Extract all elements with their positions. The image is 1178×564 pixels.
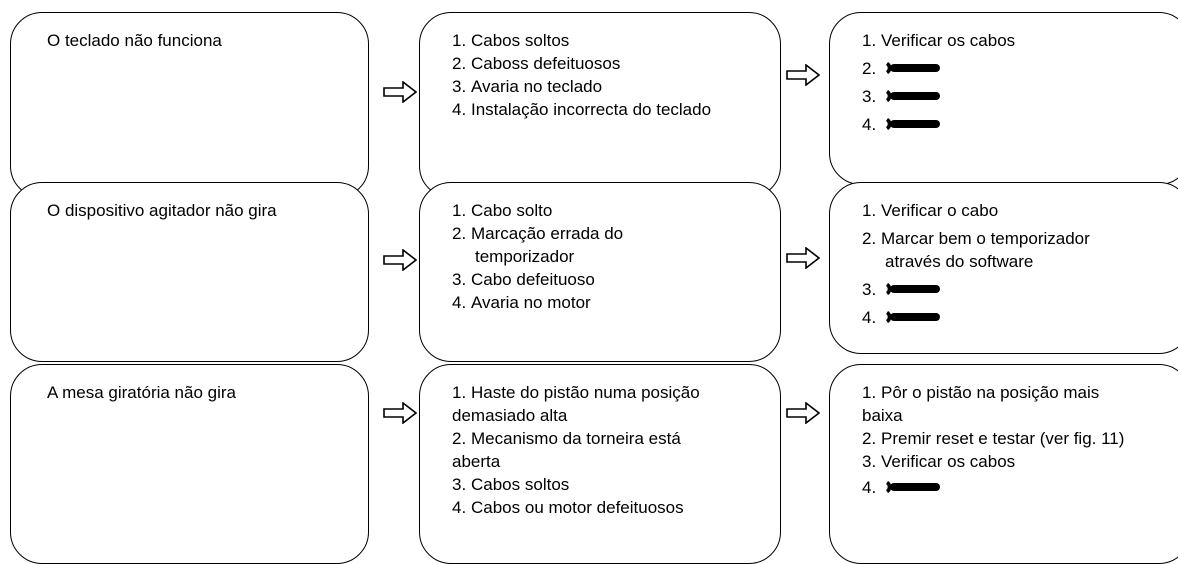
list-item: 3.Avaria no teclado bbox=[452, 77, 603, 96]
list-item: 2.Caboss defeituosos bbox=[452, 54, 621, 73]
solutions-box-1: 1.Verificar os cabos 2. 3. 4. bbox=[829, 12, 1178, 185]
wrench-icon bbox=[886, 310, 940, 323]
solutions-list-2: 1.Verificar o cabo 2.Marcar bem o tempor… bbox=[862, 199, 1178, 329]
list-item: 4. bbox=[862, 113, 1178, 136]
arrow-icon bbox=[786, 247, 820, 269]
list-item: 3. bbox=[862, 85, 1178, 108]
solutions-list-1: 1.Verificar os cabos 2. 3. 4. bbox=[862, 29, 1178, 136]
list-item: 3. bbox=[862, 278, 1178, 301]
list-item: 1.Cabo solto bbox=[452, 201, 553, 220]
wrench-icon bbox=[886, 89, 940, 102]
solutions-box-2: 1.Verificar o cabo 2.Marcar bem o tempor… bbox=[829, 182, 1178, 354]
problem-text-3: A mesa giratória não gira bbox=[47, 383, 236, 402]
arrow-icon bbox=[383, 402, 417, 424]
list-item: 4.Instalação incorrecta do teclado bbox=[452, 100, 712, 119]
list-item: 3.Cabos soltos bbox=[452, 475, 570, 494]
causes-list-1: 1.Cabos soltos 2.Caboss defeituosos 3.Av… bbox=[452, 29, 782, 121]
arrow-icon bbox=[786, 64, 820, 86]
arrow-icon bbox=[786, 402, 820, 424]
list-item: 2.Premir reset e testar (ver fig. 11) bbox=[862, 429, 1125, 448]
causes-box-1: 1.Cabos soltos 2.Caboss defeituosos 3.Av… bbox=[419, 12, 781, 198]
list-item: 3.Cabo defeituoso bbox=[452, 270, 595, 289]
wrench-icon bbox=[886, 480, 940, 493]
problem-box-3: A mesa giratória não gira bbox=[10, 364, 369, 564]
list-item: 1.Cabos soltos bbox=[452, 31, 570, 50]
arrow-icon bbox=[383, 81, 417, 103]
wrench-icon bbox=[886, 282, 940, 295]
list-item: 4.Avaria no motor bbox=[452, 293, 591, 312]
list-item: 4. bbox=[862, 306, 1178, 329]
list-item: 4. bbox=[862, 476, 1178, 499]
list-item: 2. bbox=[862, 57, 1178, 80]
problem-text-2: O dispositivo agitador não gira bbox=[47, 201, 277, 220]
arrow-icon bbox=[383, 249, 417, 271]
list-item: 4.Cabos ou motor defeituosos bbox=[452, 498, 684, 517]
problem-box-1: O teclado não funciona bbox=[10, 12, 369, 198]
list-item: 1.Verificar o cabo bbox=[862, 201, 999, 220]
list-item: 3.Verificar os cabos bbox=[862, 452, 1016, 471]
wrench-icon bbox=[886, 117, 940, 130]
problem-text-1: O teclado não funciona bbox=[47, 31, 222, 50]
list-item: 1.Verificar os cabos bbox=[862, 31, 1016, 50]
problem-box-2: O dispositivo agitador não gira bbox=[10, 182, 369, 362]
wrench-icon bbox=[886, 61, 940, 74]
